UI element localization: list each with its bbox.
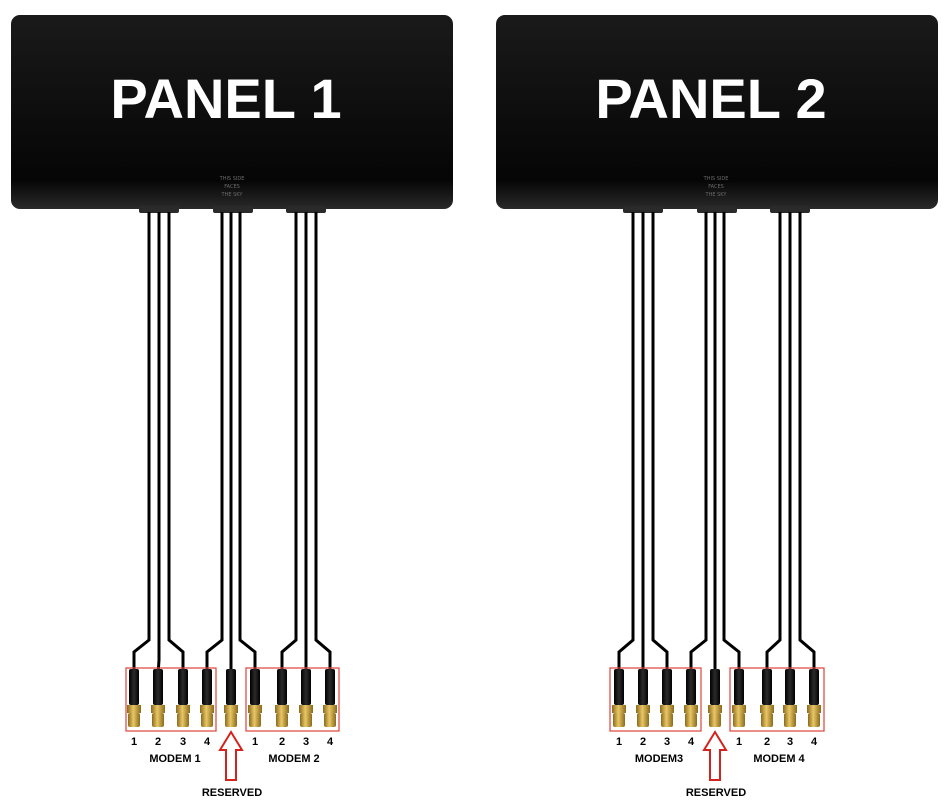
sma-connector-icon (275, 669, 289, 727)
cable (167, 212, 185, 675)
face-note-line: THE SKY (221, 192, 244, 198)
sma-connector-icon (176, 669, 190, 727)
face-note-line: THE SKY (705, 192, 728, 198)
port-number: 4 (811, 736, 818, 748)
cable-grommet (213, 206, 253, 213)
sma-connector-icon (151, 669, 165, 727)
port-number: 2 (155, 736, 161, 748)
sma-connector-icon (224, 669, 238, 727)
port-number: 3 (303, 736, 309, 748)
reserved-label: RESERVED (202, 787, 262, 799)
sma-connector-icon (732, 669, 746, 727)
cable (722, 212, 741, 675)
cable (314, 212, 332, 675)
panel-body (11, 15, 453, 209)
panel-2: PANEL 2 THIS SIDE FACES THE SKY (496, 15, 938, 799)
port-number: 2 (279, 736, 285, 748)
cable-grommet (770, 206, 810, 213)
sma-connector-icon (783, 669, 797, 727)
port-number: 3 (787, 736, 793, 748)
cable (238, 212, 257, 675)
cable-grommet (697, 206, 737, 213)
cable (617, 212, 635, 675)
port-number: 1 (616, 736, 622, 748)
cables (132, 212, 332, 676)
face-note-line: FACES (708, 184, 724, 190)
sma-connector-icon (612, 669, 626, 727)
modem-label: MODEM 2 (268, 753, 319, 765)
cable (651, 212, 669, 675)
face-note-line: FACES (224, 184, 240, 190)
cable-grommet (623, 206, 663, 213)
sma-connector-icon (684, 669, 698, 727)
cable (765, 212, 782, 675)
modem-3-highlight-box (609, 667, 702, 732)
port-number: 1 (736, 736, 742, 748)
sma-connector-icon (248, 669, 262, 727)
modem-label: MODEM 1 (149, 753, 200, 765)
sma-connector-icon (636, 669, 650, 727)
reserved-label: RESERVED (686, 787, 746, 799)
cable (798, 212, 816, 675)
sma-connector-icon (127, 669, 141, 727)
modem-3-connectors (612, 669, 698, 727)
port-number: 4 (327, 736, 334, 748)
modem-2-connectors (248, 669, 337, 727)
modem-2-highlight-box (245, 667, 340, 732)
cable (689, 212, 708, 675)
port-number: 2 (640, 736, 646, 748)
panel-body (496, 15, 938, 209)
sma-connector-icon (323, 669, 337, 727)
sma-connector-icon (660, 669, 674, 727)
modem-1-connectors (127, 669, 214, 727)
modem-4-connectors (732, 669, 821, 727)
modem-1-highlight-box (125, 667, 217, 732)
cable-grommet (139, 206, 179, 213)
up-arrow-icon (218, 730, 244, 781)
face-note-line: THIS SIDE (703, 176, 729, 182)
port-number: 4 (688, 736, 695, 748)
modem-label: MODEM 4 (753, 753, 805, 765)
port-number: 3 (180, 736, 186, 748)
sma-connector-icon (807, 669, 821, 727)
panel-title: PANEL 1 (110, 67, 341, 130)
sma-connector-icon (200, 669, 214, 727)
port-number: 1 (131, 736, 137, 748)
cable-grommet (286, 206, 326, 213)
face-note-line: THIS SIDE (219, 176, 245, 182)
modem-4-highlight-box (729, 667, 825, 732)
modem-label: MODEM3 (635, 753, 683, 765)
cable (280, 212, 298, 675)
cable (132, 212, 151, 675)
cable (156, 212, 161, 676)
port-number: 3 (664, 736, 670, 748)
panel-1: PANEL 1 THIS SIDE FACES THE SKY (11, 15, 453, 799)
panel-title: PANEL 2 (595, 67, 826, 130)
cable (205, 212, 224, 675)
port-number: 1 (252, 736, 258, 748)
sma-connector-icon (299, 669, 313, 727)
port-number: 4 (204, 736, 211, 748)
cables (617, 212, 816, 675)
up-arrow-icon (702, 730, 728, 781)
sma-connector-icon (708, 669, 722, 727)
port-number: 2 (764, 736, 770, 748)
sma-connector-icon (760, 669, 774, 727)
